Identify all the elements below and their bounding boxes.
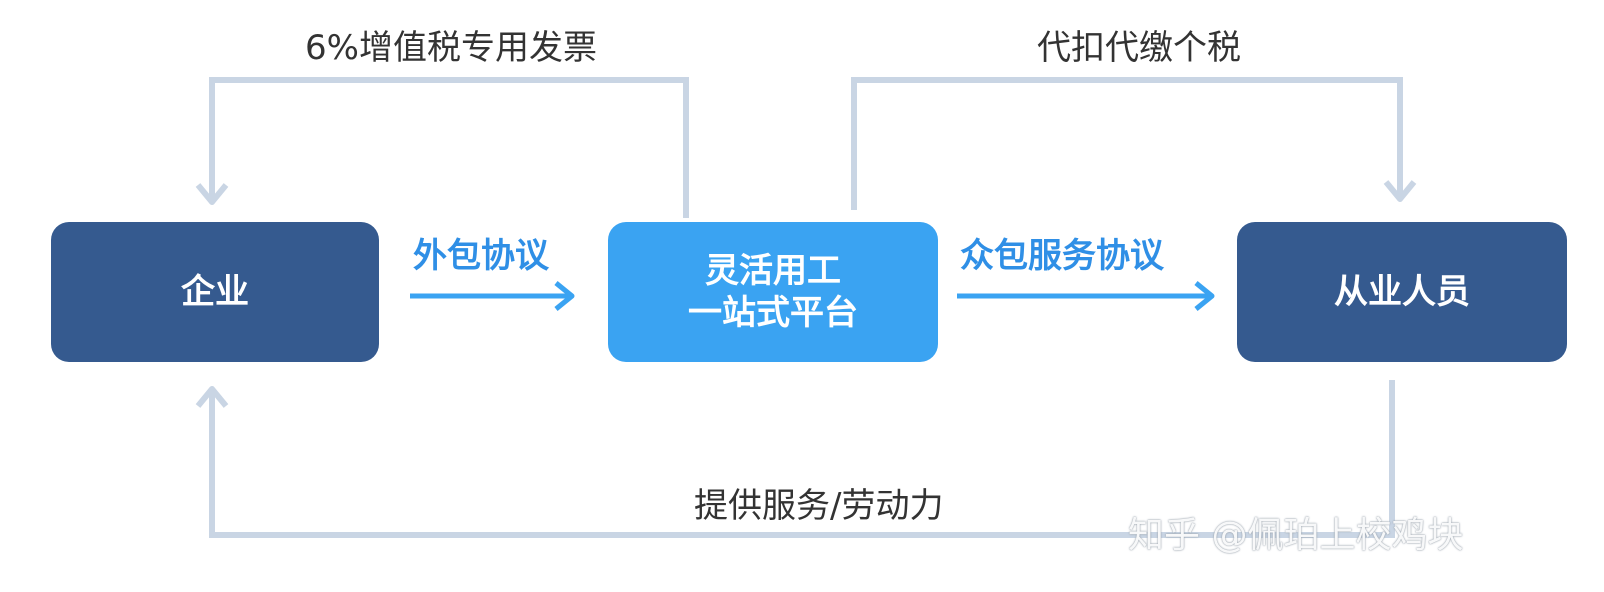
crowdsourcing-arrowhead (1194, 281, 1215, 311)
watermark: 知乎 @佩珀上校鸡块 (1128, 515, 1464, 556)
enterprise-node: 企业 (51, 222, 379, 362)
enterprise-label: 企业 (181, 271, 249, 312)
invoice-label: 6%增值税专用发票 (305, 28, 597, 68)
outsourcing-arrowhead (554, 281, 575, 311)
invoice-connector (209, 77, 689, 218)
platform-label-line2: 一站式平台 (688, 293, 858, 333)
withhold-tax-arrowhead (1383, 180, 1417, 202)
services-label: 提供服务/劳动力 (694, 486, 944, 526)
invoice-arrowhead (195, 183, 229, 205)
crowdsourcing-label: 众包服务协议 (960, 236, 1164, 276)
services-connector (209, 380, 1395, 538)
platform-label-line1: 灵活用工 (705, 250, 841, 291)
withhold-tax-label: 代扣代缴个税 (1037, 28, 1241, 68)
workers-label: 从业人员 (1334, 271, 1470, 312)
outsourcing-label: 外包协议 (413, 236, 549, 276)
platform-node: 灵活用工 一站式平台 (608, 222, 938, 362)
workers-node: 从业人员 (1237, 222, 1567, 362)
services-arrowhead (195, 386, 229, 408)
withhold-tax-connector (851, 77, 1403, 210)
